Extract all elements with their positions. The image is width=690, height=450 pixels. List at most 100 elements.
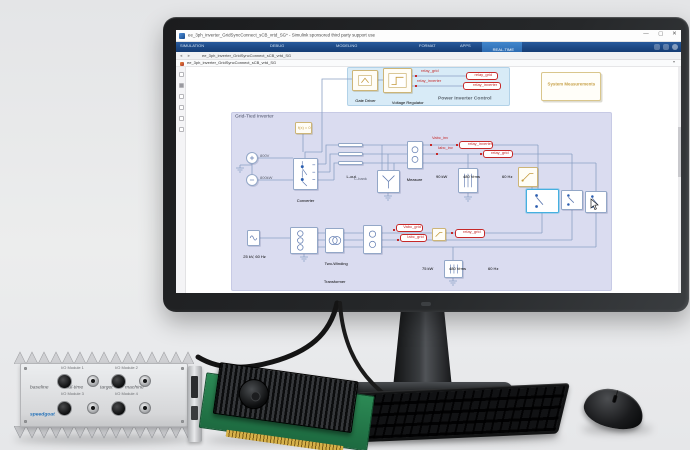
system-measurements-block[interactable]: System Measurements: [541, 72, 601, 101]
minimize-button[interactable]: —: [643, 30, 649, 37]
filter-phase-c[interactable]: [338, 161, 363, 165]
port-dot: [480, 153, 482, 155]
breadcrumb-model-name[interactable]: ee_3ph_inverter_GridSyncConnect_sCB_vrtd…: [187, 60, 277, 65]
left-toolbar: [176, 67, 186, 293]
load2-line1: 75 kW: [422, 266, 434, 271]
from-tag-relay-inverter[interactable]: relay_inverter: [459, 141, 493, 149]
tab-format[interactable]: FORMAT: [419, 43, 436, 48]
from-tag-relay-grid-2[interactable]: relay_grid: [455, 229, 485, 238]
load2-line2: 480 Vrms: [449, 266, 467, 271]
load-75kw-block[interactable]: [444, 260, 463, 278]
grid-region-title: Grid-Tied Inverter: [235, 113, 274, 119]
zoom-icon[interactable]: [178, 94, 184, 99]
toolstrip: SIMULATION DEBUG MODELING FORMAT APPS RE…: [176, 42, 681, 52]
signal-converter-block[interactable]: [432, 228, 446, 241]
speedgoat-target-machine: baseline real-time target machine speedg…: [8, 350, 200, 442]
signal-label-relay-inverter: relay_inverter: [417, 78, 442, 83]
model-canvas[interactable]: Grid-Tied Inverter Power Inverter Contro…: [186, 67, 678, 293]
transformer-block[interactable]: [325, 228, 344, 253]
goto-tag-relay-inverter[interactable]: relay_inverter: [463, 82, 501, 90]
screw: [24, 367, 27, 370]
vertical-scrollbar[interactable]: [678, 67, 681, 293]
simulink-app-icon: [179, 33, 185, 39]
tab-real-time-active[interactable]: REAL-TIME: [482, 42, 522, 52]
screw: [181, 420, 184, 423]
nav-back-icon[interactable]: ◄: [179, 53, 183, 58]
toolstrip-settings-icon[interactable]: [663, 44, 669, 50]
nav-forward-icon[interactable]: ►: [187, 53, 191, 58]
transformer-label-2: Transformer: [324, 279, 346, 284]
toolstrip-help-icon[interactable]: [672, 44, 678, 50]
filter-phase-a[interactable]: [338, 143, 363, 147]
filter-label: L-out: [346, 174, 356, 179]
capacitor-bank-block[interactable]: [377, 170, 400, 193]
breaker-1-selected[interactable]: [526, 189, 559, 213]
tag-vabc-grid[interactable]: Vabc_grid: [396, 224, 423, 232]
io-module-2-label: I/O Module 2: [115, 365, 138, 370]
port-dot: [415, 75, 417, 77]
toolstrip-search-icon[interactable]: [654, 44, 660, 50]
document-bar: ◄ ► ee_3ph_inverter_GridSyncConnect_sCB_…: [176, 52, 681, 60]
card-fan: [236, 377, 271, 412]
ac-voltage-source-block[interactable]: [247, 230, 260, 246]
dc-voltage-source[interactable]: [246, 152, 258, 164]
library-browser-icon[interactable]: [178, 83, 184, 88]
io-module-1-label: I/O Module 1: [61, 365, 84, 370]
speedgoat-brand: speedgoat: [30, 411, 55, 417]
io-connector: [139, 402, 151, 414]
dc-power-source[interactable]: [246, 174, 258, 186]
hide-browser-icon[interactable]: [178, 72, 184, 77]
io-connector: [57, 374, 72, 389]
converter-block[interactable]: [293, 158, 318, 190]
speedgoat-line-1: baseline: [30, 384, 49, 390]
port-dot: [451, 232, 453, 234]
load1-line1: 90 kW: [436, 174, 448, 179]
port-dot: [397, 239, 399, 241]
breaker-2[interactable]: [561, 190, 583, 210]
mouse-cursor: [590, 198, 599, 210]
io-connector: [111, 374, 126, 389]
signal-label-relay-grid: relay_grid: [421, 68, 439, 73]
port-dot: [393, 229, 395, 231]
measure1-block[interactable]: [363, 225, 382, 254]
io-connector: [87, 375, 99, 387]
solver-configuration-block[interactable]: f(x) = 0: [295, 122, 312, 134]
voltage-regulator-block[interactable]: [383, 68, 412, 93]
tab-debug[interactable]: DEBUG: [270, 43, 285, 48]
tag-iabc-grid[interactable]: Iabc_grid: [400, 234, 427, 242]
signal-table-icon[interactable]: [178, 127, 184, 132]
screw: [181, 367, 184, 370]
relay-switch-block[interactable]: [518, 167, 538, 187]
breadcrumb-expander-icon[interactable]: ▾: [672, 59, 675, 64]
screw: [24, 420, 27, 423]
speedgoat-line-2: real-time: [64, 384, 84, 390]
three-phase-source-block[interactable]: [290, 227, 318, 254]
document-tab-label[interactable]: ee_3ph_inverter_GridSyncConnect_sCB_vrtd…: [202, 53, 292, 58]
port-dot: [415, 85, 417, 87]
load1-line3: 60 Hz: [501, 174, 512, 179]
maximize-button[interactable]: ▢: [657, 30, 664, 37]
tab-simulation[interactable]: SIMULATION: [180, 43, 205, 48]
goto-tag-relay-grid[interactable]: relay_grid: [466, 72, 498, 80]
window-title: ee_3ph_inverter_GridSyncConnect_sCB_vrtd…: [188, 32, 376, 38]
monitor-logo: [421, 302, 431, 306]
transformer-label-1: Two-Winding: [324, 261, 348, 266]
from-tag-relay-grid[interactable]: relay_grid: [483, 150, 513, 158]
io-module-4-label: I/O Module 4: [115, 391, 138, 396]
cap-bank-label: C-bank: [354, 176, 367, 181]
scrollbar-thumb[interactable]: [678, 127, 681, 177]
breaker-3[interactable]: [585, 191, 607, 213]
gate-driver-block[interactable]: [352, 70, 378, 91]
breadcrumb: ee_3ph_inverter_GridSyncConnect_sCB_vrtd…: [176, 60, 681, 67]
annotation-icon[interactable]: [178, 105, 184, 110]
measure-block[interactable]: [407, 141, 423, 169]
close-button[interactable]: ✕: [672, 30, 677, 37]
tab-apps[interactable]: APPS: [460, 43, 471, 48]
area-icon[interactable]: [178, 116, 184, 121]
tab-modeling[interactable]: MODELING: [336, 43, 358, 48]
load-90kw-block[interactable]: [458, 168, 478, 193]
converter-label: Converter: [297, 198, 315, 203]
monitor: ee_3ph_inverter_GridSyncConnect_sCB_vrtd…: [163, 17, 689, 312]
filter-phase-b[interactable]: [338, 152, 363, 156]
dc-source-v-label: 800V: [260, 153, 270, 158]
